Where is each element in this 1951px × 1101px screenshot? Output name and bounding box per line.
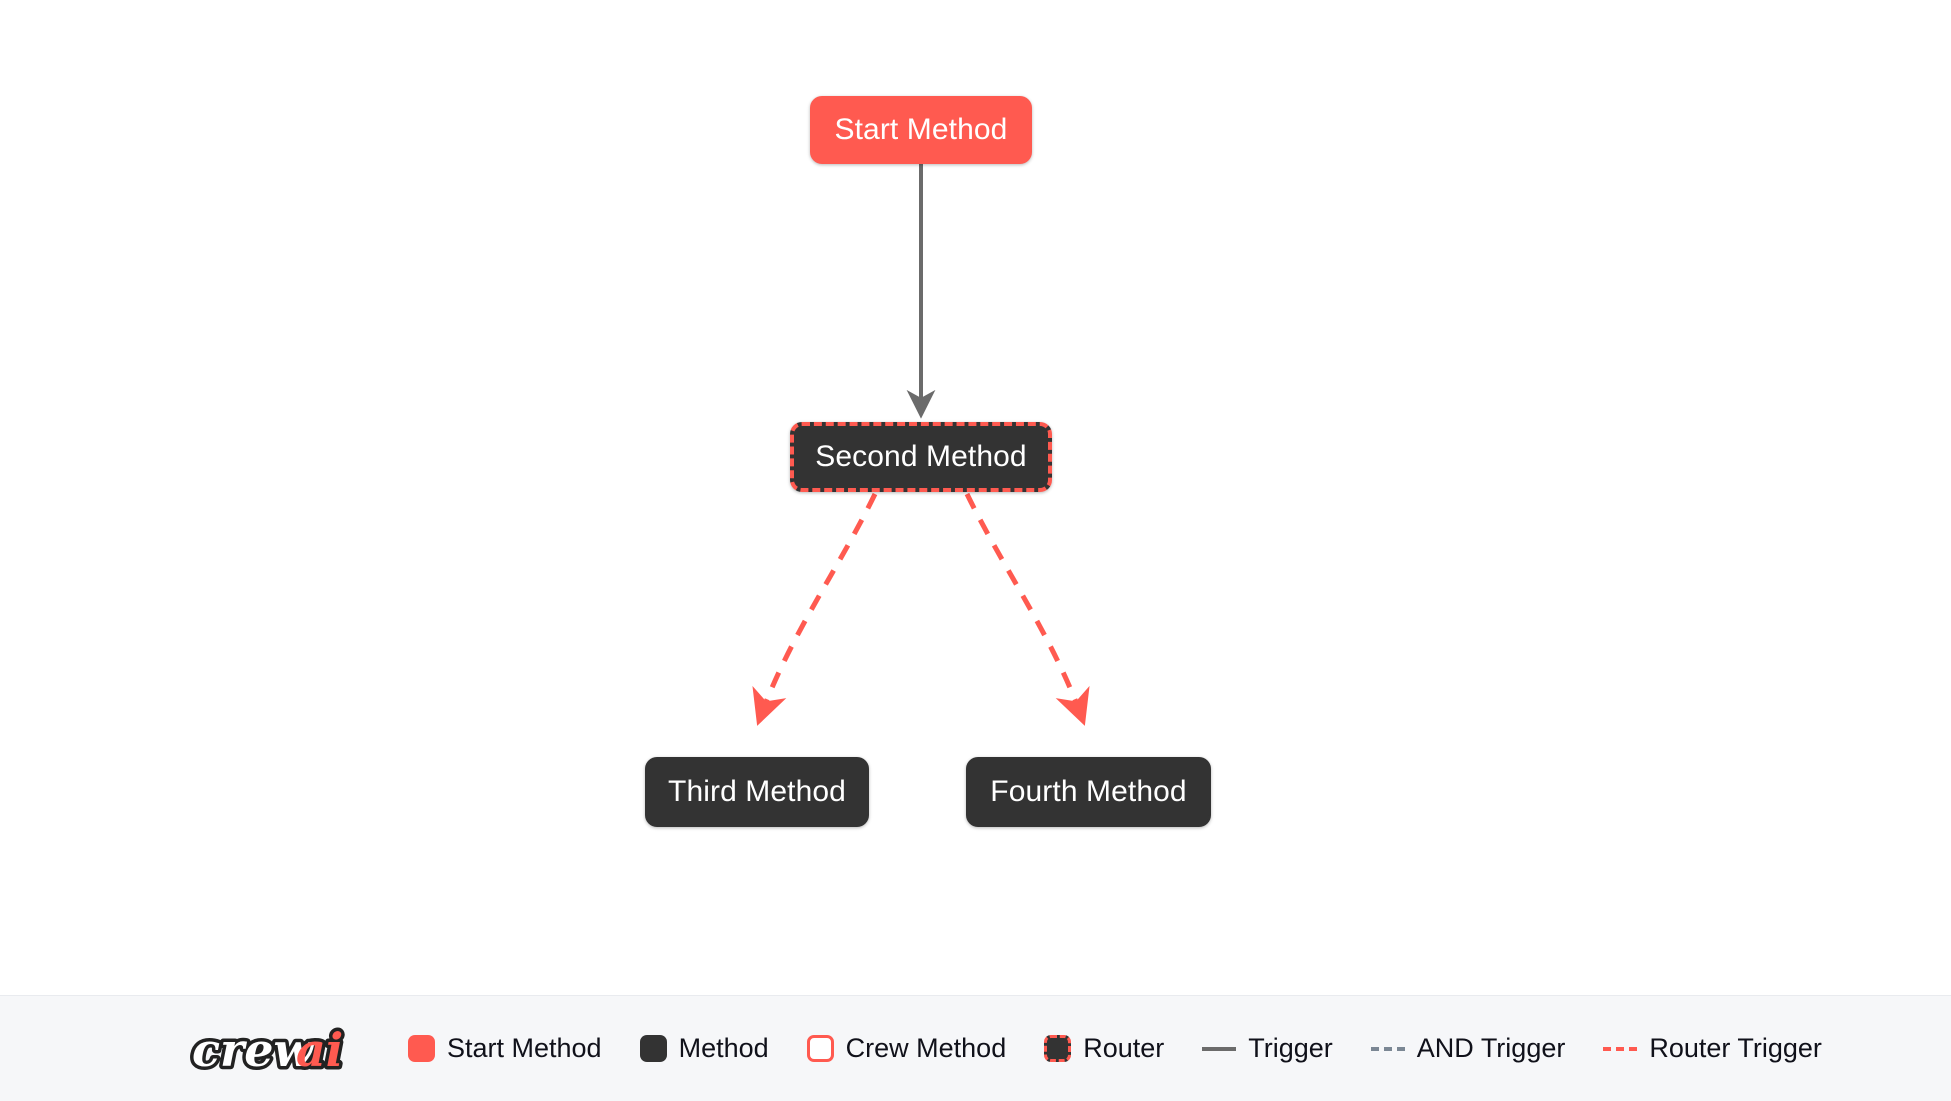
legend-label: Crew Method (845, 1033, 1007, 1063)
edge-second-to-third (752, 492, 878, 726)
and-trigger-line-icon (1370, 1046, 1405, 1051)
legend-label: Router (1083, 1033, 1165, 1063)
node-label: Second Method (815, 440, 1027, 473)
legend-label: Router Trigger (1649, 1033, 1822, 1063)
legend-item-trigger: Trigger (1202, 1033, 1333, 1064)
node-fourth-method[interactable]: Fourth Method (966, 757, 1211, 827)
legend-bar: crew ai crew ai Start Method Method Crew… (0, 995, 1951, 1101)
start-method-swatch-icon (408, 1035, 435, 1062)
crew-method-swatch-icon (806, 1035, 834, 1062)
node-label: Fourth Method (990, 775, 1187, 808)
legend-label: AND Trigger (1416, 1033, 1566, 1063)
legend-item-router-trigger: Router Trigger (1603, 1033, 1822, 1064)
edge-second-to-fourth (964, 492, 1090, 726)
node-second-method[interactable]: Second Method (790, 422, 1052, 492)
legend-item-start-method: Start Method (408, 1033, 602, 1064)
method-swatch-icon (639, 1035, 667, 1062)
svg-text:crew: crew (192, 1023, 315, 1077)
legend-item-method: Method (639, 1033, 769, 1064)
router-trigger-line-icon (1603, 1046, 1638, 1051)
router-swatch-icon (1044, 1035, 1072, 1062)
crewai-logo: crew ai crew ai (189, 1019, 347, 1080)
flow-canvas[interactable]: Start Method Second Method Third Method … (0, 0, 1951, 995)
svg-text:crew: crew (192, 1023, 315, 1077)
node-label: Third Method (668, 775, 846, 808)
svg-text:ai: ai (296, 1023, 343, 1077)
legend-item-and-trigger: AND Trigger (1370, 1033, 1566, 1064)
svg-text:ai: ai (296, 1023, 343, 1077)
edge-layer (752, 164, 1090, 726)
node-start-method[interactable]: Start Method (810, 96, 1032, 164)
trigger-line-icon (1202, 1046, 1237, 1051)
legend-label: Start Method (447, 1033, 602, 1063)
legend-label: Method (678, 1033, 769, 1063)
legend-item-crew-method: Crew Method (806, 1033, 1007, 1064)
legend-item-router: Router (1044, 1033, 1164, 1064)
node-label: Start Method (834, 113, 1008, 146)
legend-label: Trigger (1248, 1033, 1333, 1063)
node-third-method[interactable]: Third Method (645, 757, 869, 827)
